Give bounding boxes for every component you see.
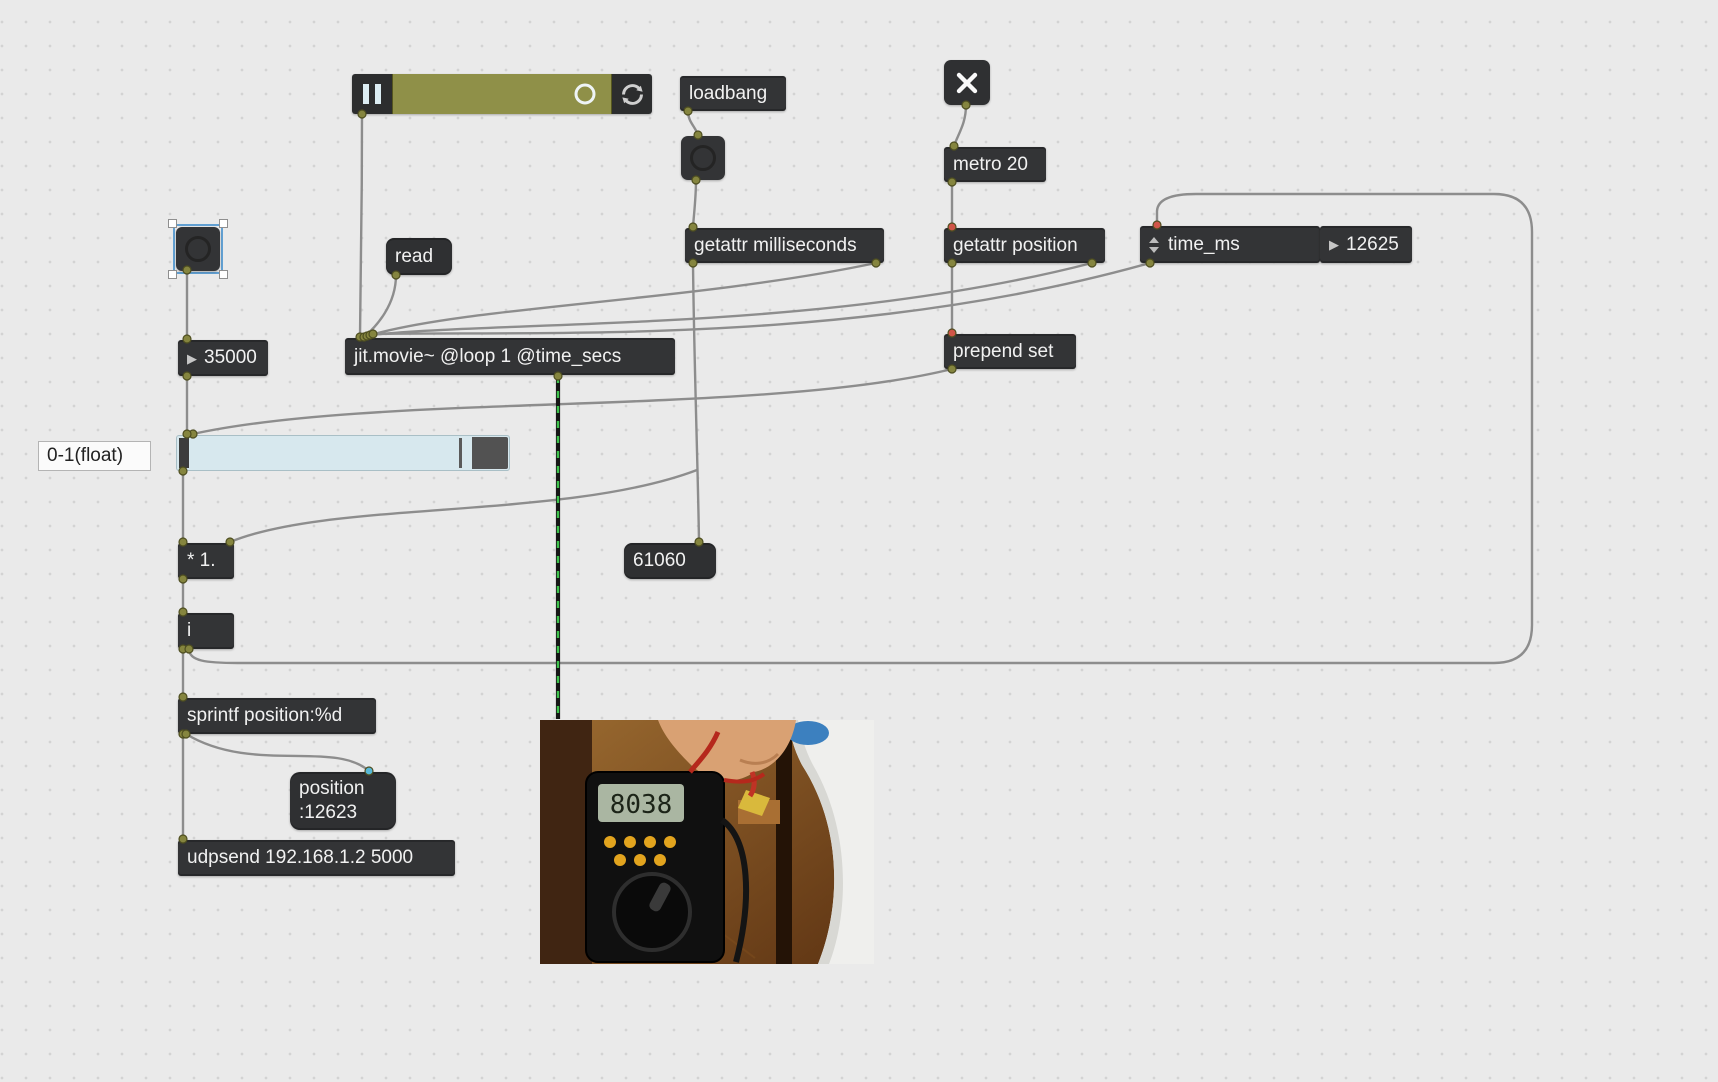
object-label: jit.movie~ @loop 1 @time_secs bbox=[354, 345, 622, 367]
object-loadbang[interactable]: loadbang bbox=[680, 76, 786, 111]
comment-box[interactable]: 0-1(float) bbox=[38, 441, 151, 471]
attrui-value-numberbox[interactable]: ▶ 12625 bbox=[1320, 226, 1412, 263]
object-label: getattr milliseconds bbox=[694, 234, 857, 256]
multimeter-lcd: 8038 bbox=[610, 790, 673, 820]
object-jit-movie[interactable]: jit.movie~ @loop 1 @time_secs bbox=[345, 338, 675, 375]
selection-handle[interactable] bbox=[219, 219, 228, 228]
object-label: i bbox=[187, 620, 192, 641]
attr-updown-icon[interactable] bbox=[1149, 236, 1159, 253]
pause-icon bbox=[363, 84, 381, 104]
attr-name-label: time_ms bbox=[1168, 233, 1240, 255]
loop-button[interactable] bbox=[612, 74, 652, 114]
comment-label: 0-1(float) bbox=[47, 445, 124, 466]
object-getattr-position[interactable]: getattr position bbox=[944, 228, 1105, 263]
object-int[interactable]: i bbox=[178, 613, 234, 649]
bang-circle-icon bbox=[185, 236, 211, 262]
message-line: position bbox=[299, 778, 365, 799]
message-position[interactable]: position :12623 bbox=[290, 772, 396, 830]
bang-button-selected[interactable] bbox=[168, 219, 228, 279]
message-61060[interactable]: 61060 bbox=[624, 543, 716, 579]
video-preview-image: 8038 bbox=[540, 720, 874, 964]
selection-handle[interactable] bbox=[219, 270, 228, 279]
number-triangle-icon: ▶ bbox=[1329, 237, 1339, 252]
slider-marker bbox=[459, 438, 462, 468]
object-label: * 1. bbox=[187, 550, 216, 571]
object-multiply[interactable]: * 1. bbox=[178, 543, 234, 579]
bang-button[interactable] bbox=[681, 136, 725, 180]
number-value: 35000 bbox=[204, 347, 257, 368]
number-value: 12625 bbox=[1346, 233, 1399, 255]
float-slider[interactable] bbox=[176, 435, 510, 471]
object-label: getattr position bbox=[953, 234, 1078, 256]
object-label: prepend set bbox=[953, 340, 1054, 362]
object-label: loadbang bbox=[689, 82, 768, 104]
message-label: read bbox=[395, 245, 434, 267]
playbar-handle[interactable] bbox=[574, 83, 596, 105]
multimeter-illustration: 8038 bbox=[585, 771, 725, 963]
message-line: :12623 bbox=[299, 802, 358, 823]
playbar-slider[interactable] bbox=[392, 74, 612, 114]
object-label: sprintf position:%d bbox=[187, 705, 343, 726]
toggle-x-icon bbox=[956, 72, 978, 93]
loop-sync-icon bbox=[621, 83, 643, 105]
attrui-time-ms[interactable]: time_ms bbox=[1140, 226, 1320, 263]
number-triangle-icon: ▶ bbox=[187, 350, 197, 366]
pause-button[interactable] bbox=[352, 74, 392, 114]
slider-knob[interactable] bbox=[179, 438, 189, 468]
number-box-35000[interactable]: ▶ 35000 bbox=[178, 340, 268, 376]
selection-handle[interactable] bbox=[168, 270, 177, 279]
object-sprintf[interactable]: sprintf position:%d bbox=[178, 698, 376, 734]
bang-inner[interactable] bbox=[176, 227, 220, 271]
object-label: metro 20 bbox=[953, 153, 1028, 175]
video-preview: 8038 bbox=[540, 720, 874, 964]
playbar bbox=[352, 74, 652, 114]
object-label: udpsend 192.168.1.2 5000 bbox=[187, 847, 414, 868]
message-label: 61060 bbox=[633, 550, 686, 571]
selection-handle[interactable] bbox=[168, 219, 177, 228]
toggle-box[interactable] bbox=[944, 60, 990, 105]
bang-circle-icon bbox=[690, 145, 716, 171]
object-prepend-set[interactable]: prepend set bbox=[944, 334, 1076, 369]
message-read[interactable]: read bbox=[386, 238, 452, 275]
object-metro[interactable]: metro 20 bbox=[944, 147, 1046, 182]
slider-right-block bbox=[472, 437, 508, 469]
object-udpsend[interactable]: udpsend 192.168.1.2 5000 bbox=[178, 840, 455, 876]
object-getattr-milliseconds[interactable]: getattr milliseconds bbox=[685, 228, 884, 263]
